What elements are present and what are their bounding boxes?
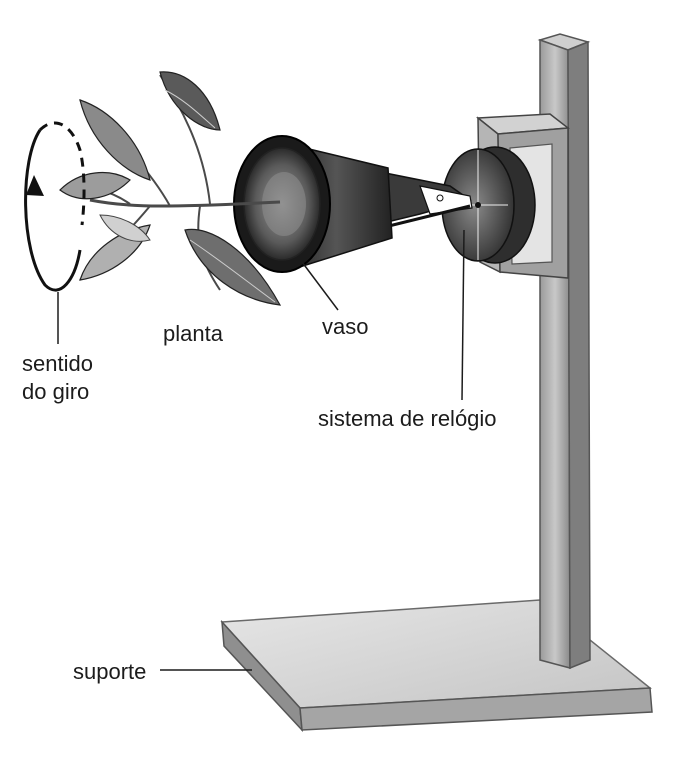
clock-mechanism bbox=[441, 146, 536, 264]
arrow-head-icon bbox=[26, 175, 44, 196]
leader-relogio bbox=[461, 229, 465, 401]
leader-vaso bbox=[301, 261, 339, 311]
vertical-post bbox=[537, 33, 591, 670]
label-planta: planta bbox=[163, 321, 223, 346]
plant bbox=[59, 71, 282, 306]
label-vaso: vaso bbox=[322, 314, 369, 339]
label-do-giro: do giro bbox=[22, 379, 90, 404]
rotation-arrow bbox=[24, 121, 86, 292]
label-sistema-de-relogio: sistema de relógio bbox=[318, 406, 497, 431]
label-suporte: suporte bbox=[73, 659, 147, 684]
flower-pot bbox=[233, 135, 393, 273]
label-sentido: sentido bbox=[22, 351, 93, 376]
leader-lines bbox=[57, 229, 465, 671]
